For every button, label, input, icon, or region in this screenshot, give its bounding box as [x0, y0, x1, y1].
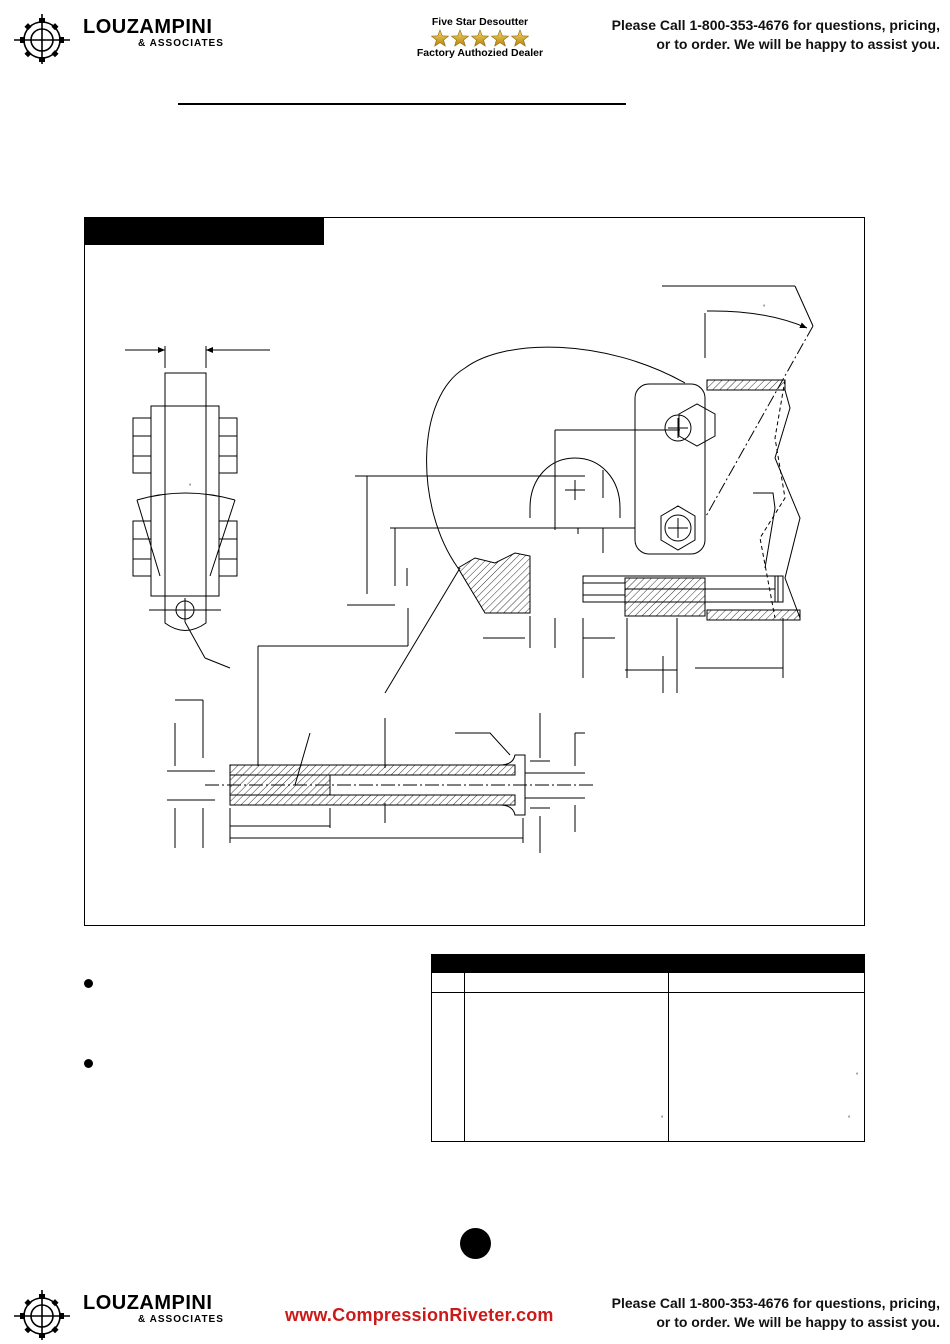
page-number-badge — [460, 1228, 491, 1259]
footer-contact-callout: Please Call 1-800-353-4676 for questions… — [580, 1294, 940, 1332]
call-prefix: Please Call — [611, 17, 690, 33]
footer-contact-line-1: Please Call 1-800-353-4676 for questions… — [580, 1294, 940, 1313]
spec-table-divider — [668, 973, 669, 1141]
degree-mark: ° — [856, 1073, 859, 1079]
footer-contact-line-2: or to order. We will be happy to assist … — [656, 1314, 940, 1330]
rivet-set-detail — [167, 699, 595, 853]
spec-table: ° ° ° — [431, 954, 865, 1142]
footer-logo-name: LOUZAMPINI — [83, 1292, 213, 1314]
website-link[interactable]: www.CompressionRiveter.com — [285, 1305, 554, 1325]
call-suffix: for questions, pricing, — [789, 1295, 940, 1311]
company-logo: LOUZAMPINI & ASSOCIATES — [8, 12, 258, 64]
bullet-point — [84, 979, 93, 988]
title-underline — [178, 103, 626, 105]
phone-number[interactable]: 1-800-353-4676 — [689, 17, 790, 33]
page-header: LOUZAMPINI & ASSOCIATES Five Star Desout… — [0, 0, 950, 70]
rating-stars — [410, 29, 550, 47]
side-view — [125, 346, 270, 669]
dealer-line-2: Factory Authozied Dealer — [416, 47, 544, 59]
logo-name: LOUZAMPINI — [83, 16, 213, 38]
technical-drawing — [125, 285, 814, 853]
footer-company-logo: LOUZAMPINI & ASSOCIATES — [8, 1288, 258, 1340]
footer-logo-subtitle: & ASSOCIATES — [138, 1314, 224, 1325]
degree-mark: ° — [848, 1116, 851, 1122]
spec-table-divider — [464, 973, 465, 1141]
gear-crosshair-icon — [14, 14, 70, 64]
contact-line-2: or to order. We will be happy to assist … — [656, 36, 940, 52]
contact-line-1: Please Call 1-800-353-4676 for questions… — [580, 16, 940, 35]
call-prefix: Please Call — [611, 1295, 690, 1311]
spec-table-header — [432, 955, 864, 973]
figure-title-bar — [85, 218, 324, 245]
dealer-badge: Five Star Desoutter Factory Authozied De… — [410, 16, 550, 59]
degree-mark: ° — [763, 305, 766, 311]
degree-mark: ° — [189, 484, 192, 490]
logo-subtitle: & ASSOCIATES — [138, 38, 224, 49]
footer-phone-number[interactable]: 1-800-353-4676 — [689, 1295, 790, 1311]
gear-crosshair-icon — [14, 1290, 70, 1340]
bullet-point — [84, 1059, 93, 1068]
spec-table-column-header-row — [432, 973, 864, 993]
call-suffix: for questions, pricing, — [789, 17, 940, 33]
degree-mark: ° — [661, 1116, 664, 1122]
jaw-section-view — [257, 285, 814, 766]
drawing-frame: ° ° — [84, 217, 865, 926]
dealer-line-1: Five Star Desoutter — [431, 16, 529, 28]
page-footer: LOUZAMPINI & ASSOCIATES www.CompressionR… — [0, 1280, 950, 1344]
contact-callout: Please Call 1-800-353-4676 for questions… — [580, 16, 940, 54]
five-star-icon — [431, 29, 529, 47]
